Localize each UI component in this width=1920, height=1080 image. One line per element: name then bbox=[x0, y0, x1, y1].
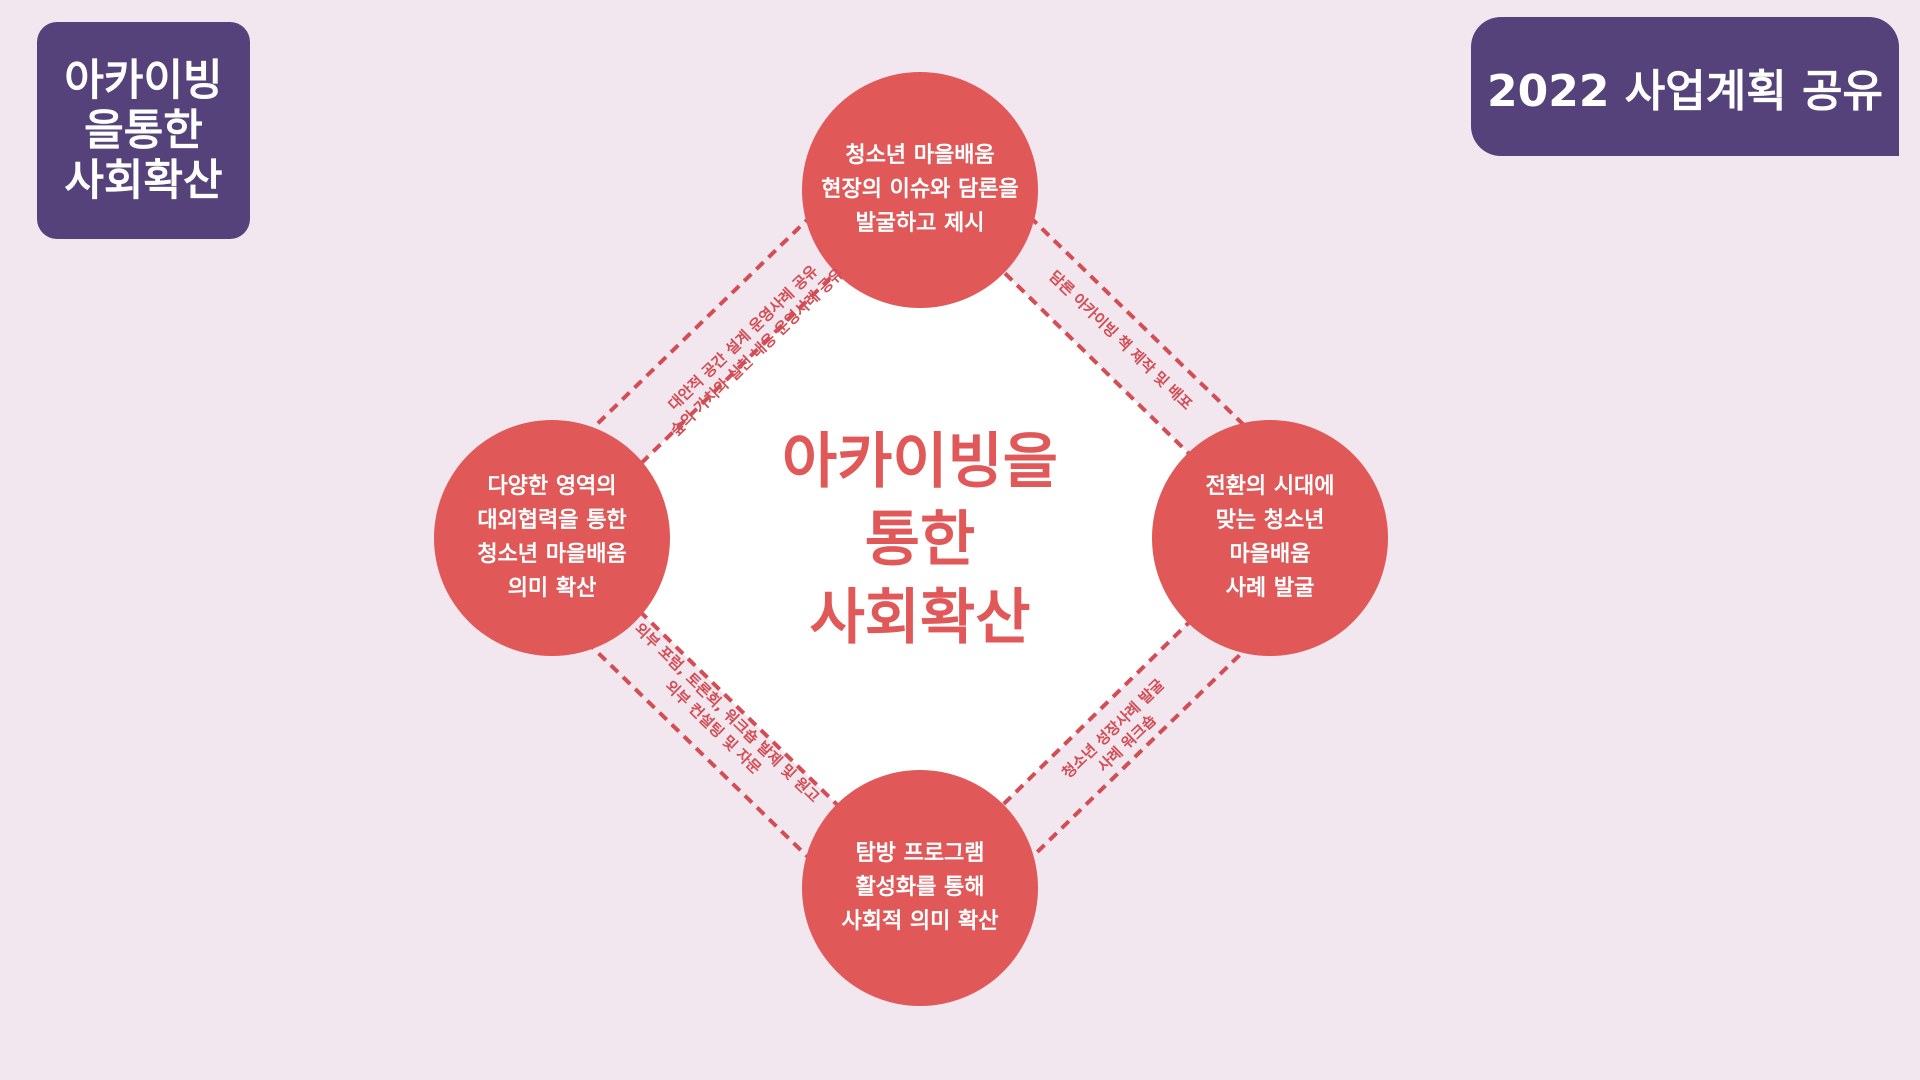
node-bottom-text: 탐방 프로그램 활성화를 통해 사회적 의미 확산 bbox=[810, 828, 1030, 948]
node-right-line-1: 전환의 시대에 bbox=[1205, 474, 1335, 499]
node-right bbox=[1152, 420, 1388, 656]
node-top-line-3: 발굴하고 제시 bbox=[855, 211, 985, 236]
node-right-line-4: 사례 발굴 bbox=[1225, 576, 1315, 601]
title-badge: 아카이빙 을통한 사회확산 bbox=[37, 22, 250, 239]
node-left bbox=[434, 420, 670, 656]
node-bottom-line-3: 사회적 의미 확산 bbox=[841, 909, 999, 934]
plan-badge-label: 2022 사업계획 공유 bbox=[1487, 65, 1883, 117]
plan-badge: 2022 사업계획 공유 bbox=[1471, 17, 1899, 156]
node-right-text: 전환의 시대에 맞는 청소년 마을배움 사례 발굴 bbox=[1160, 466, 1380, 610]
node-bottom bbox=[802, 770, 1038, 1006]
node-top-line-1: 청소년 마을배움 bbox=[845, 143, 995, 168]
node-left-line-4: 의미 확산 bbox=[507, 576, 597, 601]
center-title: 아카이빙을 통한 사회확산 bbox=[720, 410, 1120, 670]
node-left-text: 다양한 영역의 대외협력을 통한 청소년 마을배움 의미 확산 bbox=[442, 466, 662, 610]
node-top-text: 청소년 마을배움 현장의 이슈와 담론을 발굴하고 제시 bbox=[810, 130, 1030, 250]
title-line-3: 사회확산 bbox=[64, 155, 223, 206]
center-line-3: 사회확산 bbox=[809, 583, 1031, 653]
center-line-2: 통한 bbox=[864, 505, 976, 575]
center-line-1: 아카이빙을 bbox=[782, 427, 1058, 497]
node-left-line-3: 청소년 마을배움 bbox=[477, 542, 627, 567]
node-left-line-2: 대외협력을 통한 bbox=[477, 508, 627, 533]
node-right-line-2: 맞는 청소년 bbox=[1215, 508, 1325, 533]
node-bottom-line-2: 활성화를 통해 bbox=[855, 875, 985, 900]
title-line-1: 아카이빙 bbox=[64, 55, 223, 106]
title-line-2: 을통한 bbox=[84, 105, 203, 156]
node-bottom-line-1: 탐방 프로그램 bbox=[855, 841, 985, 866]
node-left-line-1: 다양한 영역의 bbox=[487, 474, 617, 499]
node-right-line-3: 마을배움 bbox=[1229, 542, 1311, 567]
node-top bbox=[802, 72, 1038, 308]
node-top-line-2: 현장의 이슈와 담론을 bbox=[821, 177, 1019, 202]
